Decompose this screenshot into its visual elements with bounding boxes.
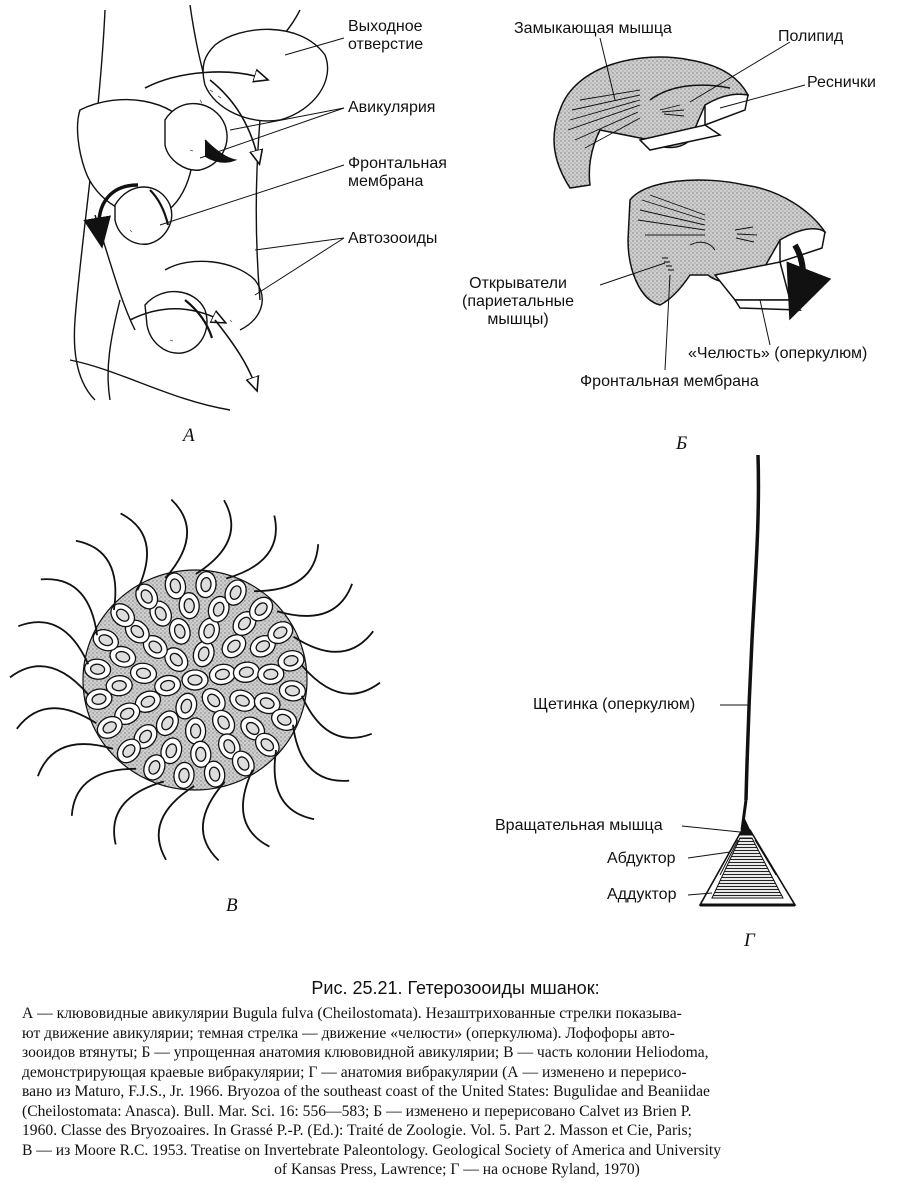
panel-letter-b: Б [676, 433, 687, 455]
label-polypide: Полипид [778, 28, 843, 46]
vibraculum-seta [41, 579, 97, 635]
caption-line: А — клювовидные авикулярии Bugula fulva … [22, 1004, 892, 1024]
caption-line: вано из Maturo, F.J.S., Jr. 1966. Bryozo… [22, 1082, 892, 1102]
vibraculum-seta [159, 786, 195, 860]
label-autozooids: Автозооиды [348, 230, 437, 248]
vibraculum-seta [10, 666, 88, 694]
vibraculum-seta [294, 631, 374, 652]
colony-zooid-aperture [195, 747, 206, 762]
caption-line: зооидов втянуты; Б — упрощенная анатомия… [22, 1043, 892, 1063]
colony-zooid-aperture [263, 669, 278, 680]
caption-line: 1960. Classe des Bryozoaires. In Grassé … [22, 1121, 892, 1141]
caption-line: демонстрирующая краевые вибракулярии; Г … [22, 1063, 892, 1083]
label-avicularia: Авикулярия [348, 99, 435, 117]
vibraculum-seta [254, 544, 318, 591]
vibraculum-seta [18, 622, 88, 664]
panel-letter-v: В [226, 895, 238, 917]
vibraculum-seta [72, 769, 136, 816]
vibraculum-seta [165, 500, 187, 579]
vibraculum-seta [203, 782, 225, 861]
vibraculum-seta [196, 500, 232, 574]
vibraculum-seta [114, 782, 164, 845]
label-openers: Открыватели (париетальные мышцы) [462, 275, 574, 329]
panel-b-jaw-arrow [795, 245, 803, 298]
panel-v-colony [10, 500, 380, 861]
label-outlet: Выходное отверстие [348, 18, 423, 54]
label-adductor: Аддуктор [607, 886, 676, 904]
panel-g-vibraculum [700, 455, 795, 905]
vibraculum-seta [17, 708, 97, 729]
caption-line: (Cheilostomata: Anasca). Bull. Mar. Sci.… [22, 1102, 892, 1122]
panel-letter-a: А [183, 425, 195, 447]
colony-zooid-aperture [188, 675, 202, 685]
vibraculum-seta [243, 770, 269, 847]
label-frontal-membrane-b: Фронтальная мембрана [580, 373, 759, 391]
vibraculum-seta [293, 725, 349, 781]
colony-zooid-aperture [190, 724, 200, 738]
label-abductor: Абдуктор [607, 850, 676, 868]
panel-letter-g: Г [744, 930, 755, 952]
vibraculum-seta [302, 666, 380, 694]
panel-b-top-avicularium [554, 57, 748, 188]
colony-zooid-aperture [112, 680, 127, 691]
label-closing-muscle: Замыкающая мышца [514, 20, 672, 38]
label-cilia: Реснички [807, 74, 876, 92]
label-frontal-membrane-a: Фронтальная мембрана [348, 155, 447, 191]
colony-zooid-aperture [184, 598, 195, 613]
label-jaw: «Челюсть» (оперкулюм) [688, 345, 867, 363]
panel-a-drawing [70, 5, 328, 410]
figure-caption-title: Рис. 25.21. Гетерозооиды мшанок: [0, 978, 911, 999]
vibraculum-seta [226, 516, 276, 579]
vibraculum-seta [38, 744, 113, 776]
caption-line: ют движение авикулярии; темная стрелка —… [22, 1024, 892, 1044]
vibraculum-seta [76, 541, 116, 610]
caption-line: В — из Moore R.C. 1953. Treatise on Inve… [22, 1141, 892, 1161]
label-rotator: Вращательная мышца [495, 817, 663, 835]
vibraculum-seta [302, 696, 372, 738]
vibraculum-seta [121, 513, 147, 590]
figure-caption-body: А — клювовидные авикулярии Bugula fulva … [22, 1004, 892, 1180]
vibraculum-seta [275, 750, 315, 819]
label-seta: Щетинка (оперкулюм) [533, 696, 695, 714]
caption-line: of Kansas Press, Lawrence; Г — на основе… [22, 1160, 892, 1180]
vibraculum-seta [277, 584, 352, 616]
